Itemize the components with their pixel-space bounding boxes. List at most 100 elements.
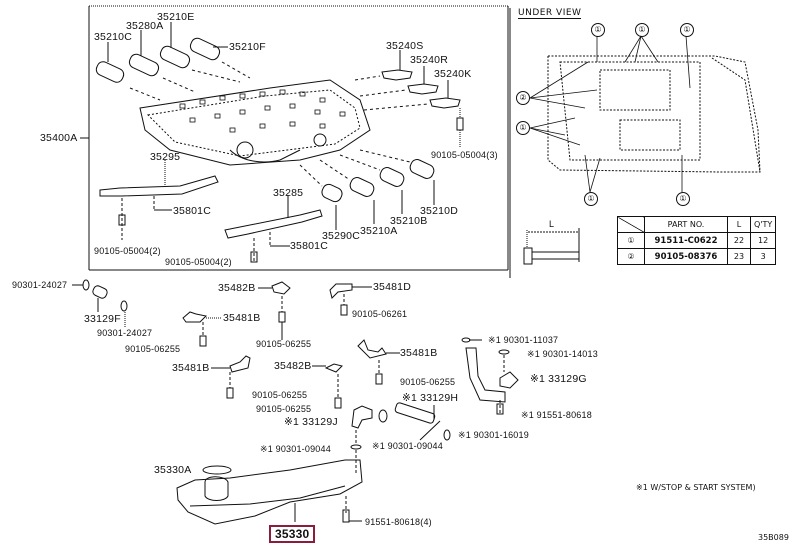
table-row: ② 90105-08376 23 3 <box>617 248 777 265</box>
label-35210F: 35210F <box>229 41 266 53</box>
row-key: ① <box>617 232 645 249</box>
label-35240K: 35240K <box>434 68 472 80</box>
solenoid-35210F <box>189 37 228 61</box>
label-90301-24027-a: 90301-24027 <box>12 280 68 290</box>
under-view-callout-lines <box>529 35 691 193</box>
label-90105-05004-2-b: 90105-05004(2) <box>165 257 232 267</box>
clamp-35482B-a <box>258 281 291 340</box>
label-90105-05004-3: 90105-05004(3) <box>431 150 498 160</box>
highlighted-part-35330[interactable]: 35330 <box>269 525 316 543</box>
label-90301-16019: ※1 90301-16019 <box>458 430 529 440</box>
solenoid-35210C <box>95 42 125 83</box>
footnote: ※1 W/STOP & START SYSTEM) <box>636 483 756 492</box>
clamp-35481B-b <box>211 355 251 399</box>
bracket-35240R <box>407 66 439 95</box>
label-90301-09044-b: ※1 90301-09044 <box>372 441 443 451</box>
callout-2-icon: ② <box>516 91 530 105</box>
under-view-drawing <box>547 55 761 173</box>
pipe-33129H <box>394 402 451 441</box>
label-35295: 35295 <box>150 151 181 163</box>
valve-body-35400A <box>139 79 371 166</box>
bolt-table-corner <box>617 216 645 233</box>
label-90301-24027-b: 90301-24027 <box>97 328 153 338</box>
solenoid-35210A <box>349 177 375 224</box>
label-35285: 35285 <box>273 187 304 199</box>
label-90105-06261: 90105-06261 <box>352 309 408 319</box>
label-35290C: 35290C <box>322 230 360 242</box>
row-qty: 12 <box>749 232 777 249</box>
row-part-no[interactable]: 91511-C0622 <box>644 232 728 249</box>
label-35210D: 35210D <box>420 205 458 217</box>
label-90105-06255-a: 90105-06255 <box>256 339 312 349</box>
bolt-table-header: PART NO. L Q'TY <box>617 216 777 233</box>
col-qty: Q'TY <box>749 216 777 233</box>
callout-1-icon: ① <box>516 121 530 135</box>
label-35481B-c: 35481B <box>172 362 210 374</box>
label-35400A: 35400A <box>40 132 78 144</box>
label-90105-06255-b: 90105-06255 <box>125 344 181 354</box>
clamp-35481B-a <box>182 311 222 347</box>
label-90301-09044-a: ※1 90301-09044 <box>260 444 331 454</box>
row-part-no[interactable]: 90105-08376 <box>644 248 728 265</box>
callout-1-icon: ① <box>680 23 694 37</box>
label-35801C-b: 35801C <box>290 240 328 252</box>
row-length: 23 <box>727 248 751 265</box>
label-35240S: 35240S <box>386 40 424 52</box>
table-row: ① 91511-C0622 22 12 <box>617 232 777 249</box>
col-length: L <box>727 216 751 233</box>
label-90105-06255-e: 90105-06255 <box>256 404 312 414</box>
under-view-title: UNDER VIEW <box>518 8 582 19</box>
pipe-33129J <box>350 405 388 475</box>
solenoid-35210E <box>159 22 191 69</box>
label-90301-14013: ※1 90301-14013 <box>527 349 598 359</box>
bolt-table: PART NO. L Q'TY ① 91511-C0622 22 12 ② 90… <box>617 216 777 265</box>
o-ring-90301-24027-b <box>120 300 128 328</box>
label-91551-80618: ※1 91551-80618 <box>521 410 592 420</box>
label-91551-80618-4: 91551-80618(4) <box>365 517 432 527</box>
label-35481D: 35481D <box>373 281 411 293</box>
row-qty: 3 <box>749 248 777 265</box>
bracket-35240K <box>429 80 461 109</box>
oil-strainer-35330 <box>176 459 363 525</box>
label-33129F: 33129F <box>84 313 121 325</box>
plug-33129F <box>92 285 108 312</box>
label-35210B: 35210B <box>390 215 428 227</box>
callout-1-icon: ① <box>584 192 598 206</box>
label-90301-11037: ※1 90301-11037 <box>488 335 559 345</box>
solenoid-35280A <box>128 30 160 77</box>
label-35210A: 35210A <box>360 225 398 237</box>
label-33129G: ※1 33129G <box>530 373 587 385</box>
label-33129H: ※1 33129H <box>402 392 459 404</box>
clamp-35295 <box>99 160 219 240</box>
label-35481B-b: 35481B <box>400 347 438 359</box>
label-90105-05004-2-a: 90105-05004(2) <box>94 246 161 256</box>
bracket-35240S <box>381 50 413 81</box>
label-35210C: 35210C <box>94 31 132 43</box>
clamp-35481D <box>329 283 372 316</box>
o-ring-90301-24027 <box>72 279 90 291</box>
row-length: 22 <box>727 232 751 249</box>
callout-1-icon: ① <box>591 23 605 37</box>
label-33129J: ※1 33129J <box>284 416 338 428</box>
solenoid-35210D <box>409 159 435 205</box>
bolt-length-label: L <box>549 219 555 229</box>
label-90105-06255-d: 90105-06255 <box>252 390 308 400</box>
label-35801C-a: 35801C <box>173 205 211 217</box>
clamp-35482B-b <box>312 363 343 409</box>
valve-body-group-frame <box>80 5 509 271</box>
callout-1-icon: ① <box>676 192 690 206</box>
solenoid-35290C <box>321 183 343 230</box>
bolt-dimension-drawing <box>523 228 580 265</box>
label-90105-06255-c: 90105-06255 <box>400 377 456 387</box>
figure-code: 35B089 <box>758 533 789 542</box>
label-35482B-b: 35482B <box>274 360 312 372</box>
bolt-icon <box>456 108 464 148</box>
callout-1-icon: ① <box>635 23 649 37</box>
clamp-35285 <box>224 195 323 263</box>
solenoid-35210B <box>379 167 405 214</box>
label-35240R: 35240R <box>410 54 448 66</box>
label-35280A: 35280A <box>126 20 164 32</box>
label-35481B-a: 35481B <box>223 312 261 324</box>
